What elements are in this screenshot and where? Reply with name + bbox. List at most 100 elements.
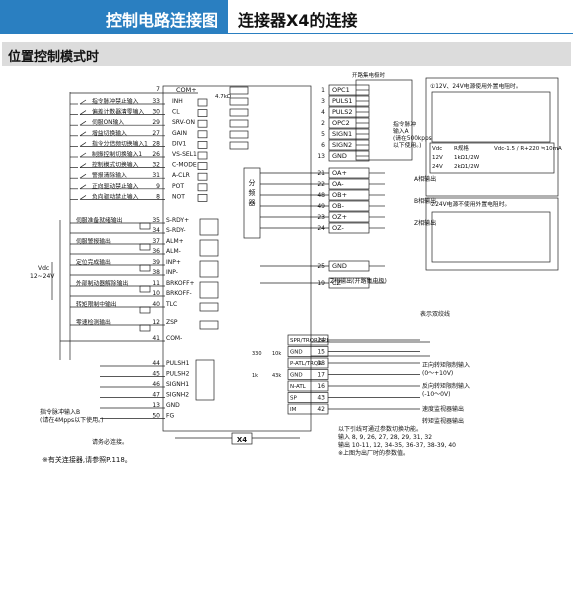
- upper-pin-3: 2: [321, 120, 325, 127]
- output-relay-4: [139, 306, 151, 314]
- box1-cell-1-1: 2kΩ1/2W: [454, 164, 480, 170]
- pulse-b-signal-1: PULSH2: [166, 371, 190, 378]
- analog-label-3: (-10～0V): [422, 391, 450, 398]
- encoder-pin-5: 24: [317, 225, 325, 232]
- encoder-signal-2: OB+: [332, 191, 347, 199]
- upper-pin-1: 3: [321, 98, 325, 105]
- output-opto-2: [199, 260, 219, 278]
- pulse-b-signal-3: SIGNH2: [166, 392, 189, 399]
- note-box-2: [425, 197, 559, 271]
- pulse-a-note-0: 指令脉冲: [393, 120, 416, 128]
- output-label-3: 外部制动器解除输出: [76, 279, 128, 287]
- input-switch-9: [79, 195, 87, 200]
- input-label-6: 控制模式切换输入: [92, 161, 139, 169]
- x4-label: X4: [237, 436, 247, 444]
- pulse-a-note-1: 输入A: [393, 127, 409, 135]
- input-opto-3: [197, 130, 208, 139]
- analog-pin-1: 15: [317, 349, 325, 356]
- pulse-b-signal-2: SIGNH1: [166, 381, 189, 388]
- output-relay-1: [139, 243, 151, 251]
- vdc-range: 12~24V: [30, 273, 55, 280]
- upper-pin-0: 1: [321, 87, 325, 94]
- input-signal-6: C-MODE: [172, 162, 197, 169]
- input-switch-2: [79, 120, 87, 126]
- resistor-value-1: 10k: [272, 351, 281, 357]
- divider-box: [243, 167, 261, 239]
- analog-label-5: 转矩监视器输出: [422, 417, 464, 425]
- box2-title: ②24V电源不使用外置电阻时。: [430, 200, 510, 208]
- header-right-title: 连接器X4的连接: [238, 11, 358, 30]
- phase-output-0: A相输出: [414, 175, 436, 183]
- output-signal-0-1: S-RDY-: [166, 227, 186, 234]
- input-opto-2: [197, 119, 208, 128]
- input-switch-5: [79, 152, 87, 158]
- analog-signal-6: IM: [290, 407, 297, 413]
- output-pin-5-0: 12: [152, 319, 160, 326]
- input-switch-8: [79, 184, 87, 190]
- pulse-b-signal-4: GND: [166, 402, 180, 409]
- pulse-b-pin-4: 13: [152, 402, 160, 409]
- input-opto-0: [197, 98, 208, 107]
- input-signal-7: A-CLR: [172, 172, 190, 179]
- pulse-b-receiver: [195, 359, 215, 401]
- analog-label-2: 反向转矩限制输入: [422, 382, 470, 390]
- input-opto-5: [197, 151, 208, 160]
- output-relay-2: [139, 264, 151, 272]
- output-pin-1-0: 37: [152, 238, 160, 245]
- analog-signal-3: GND: [290, 373, 303, 379]
- section-bar: 位置控制模式时: [2, 42, 571, 66]
- input-pin-6: 32: [152, 162, 160, 169]
- output-opto-0: [199, 218, 219, 236]
- output-pin-3-0: 11: [152, 280, 160, 287]
- output-signal-2-1: INP-: [166, 269, 178, 276]
- output-opto-1: [199, 239, 219, 257]
- input-label-2: 伺服ON输入: [92, 118, 124, 126]
- input-label-0: 指令脉冲禁止输入: [92, 97, 139, 105]
- input-opto-4: [197, 141, 208, 149]
- vdc-label: Vdc: [38, 265, 49, 272]
- encoder-signal-6: GND: [332, 262, 347, 270]
- resistor-value-0: 330: [252, 351, 262, 357]
- input-signal-9: NOT: [172, 193, 185, 200]
- upper-opto-1: [229, 97, 249, 106]
- box1-cell-1-0: 24V: [432, 164, 443, 170]
- input-label-1: 偏差计数器清零输入: [92, 108, 144, 116]
- input-switch-0: [79, 99, 87, 105]
- divider-char-1: 频: [249, 188, 256, 197]
- output-pin-2-1: 38: [152, 269, 160, 276]
- upper-pin-4: 5: [321, 131, 325, 138]
- input-pin-1: 30: [152, 109, 160, 116]
- input-switch-7: [79, 173, 87, 179]
- output-signal-3-1: BRKOFF-: [166, 290, 192, 297]
- com-minus-signal: COM-: [166, 335, 182, 342]
- pulse-a-note-3: 以下使用。): [393, 141, 421, 149]
- upper-signal-4: SIGN1: [332, 130, 352, 138]
- output-label-5: 零速检测输出: [76, 318, 111, 326]
- encoder-signal-4: OZ+: [332, 213, 347, 221]
- note-box-2-circuit: [431, 211, 551, 263]
- output-label-4: 转矩限制中输出: [76, 300, 117, 308]
- param-note-0: 以下引线可通过参数切换功能。: [338, 425, 422, 433]
- box1-header-0: Vdc: [432, 146, 442, 152]
- pullup-resistor-label: 4.7kΩ: [215, 94, 231, 100]
- encoder-pin-6: 25: [317, 263, 325, 270]
- com-plus-pin: 7: [156, 86, 160, 93]
- input-opto-7: [197, 172, 208, 181]
- analog-pin-3: 17: [317, 372, 325, 379]
- box1-header-2: Vdc-1.5 / R+220 ≒10mA: [494, 146, 562, 152]
- pulse-b-signal-5: FG: [166, 413, 174, 420]
- upper-opto-4: [229, 130, 249, 139]
- pulse-b-pin-2: 46: [152, 381, 160, 388]
- open-collector-label: 开路集电极时: [352, 71, 386, 79]
- output-pin-2-0: 39: [152, 259, 160, 266]
- output-signal-3-0: BRKOFF+: [166, 280, 195, 287]
- input-pin-9: 8: [156, 193, 160, 200]
- input-label-8: 正向驱动禁止输入: [92, 182, 139, 190]
- section-title: 位置控制模式时: [8, 50, 100, 65]
- analog-signal-4: N-ATL: [290, 384, 307, 390]
- analog-pin-5: 43: [317, 395, 325, 402]
- input-label-7: 警报清除输入: [92, 171, 127, 179]
- upper-signal-0: OPC1: [332, 86, 350, 94]
- output-pin-0-0: 35: [152, 217, 160, 224]
- encoder-pin-2: 48: [317, 192, 325, 199]
